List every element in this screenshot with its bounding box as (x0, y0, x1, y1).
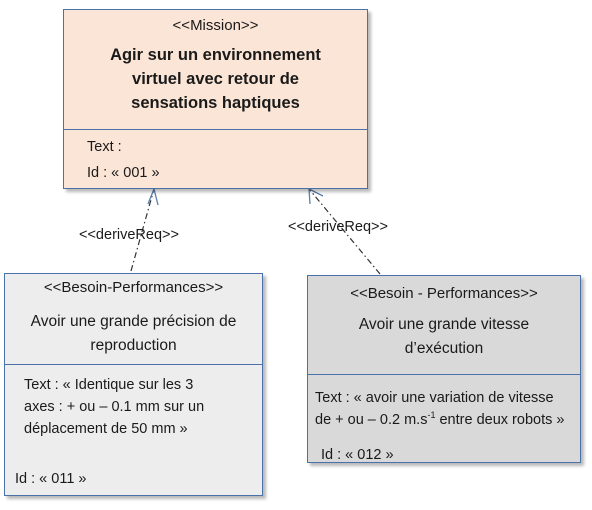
besoin-precision-text-line-2: axes : + ou – 0.1 mm sur un (24, 399, 205, 415)
mission-stereotype: <<Mission>> (172, 17, 259, 34)
besoin-vitesse-name-line-1: Avoir une grande vitesse (358, 316, 530, 333)
besoin-vitesse-text-line-1: Text : « avoir une variation de vitesse (315, 390, 554, 406)
derive-link-1-label: <<deriveReq>> (79, 227, 179, 243)
mission-text-label: Text : (87, 139, 122, 155)
mission-block[interactable]: <<Mission>> Agir sur un environnement vi… (63, 9, 368, 189)
derive-link-1-line (130, 188, 155, 272)
besoin-vitesse-text-line-2-after: entre deux robots » (435, 412, 565, 428)
derive-link-2-arrowhead (308, 187, 324, 205)
besoin-vitesse-text-line-2-exponent: -1 (427, 410, 436, 421)
besoin-vitesse-separator (308, 374, 580, 375)
besoin-precision-name-line-1: Avoir une grande précision de (30, 313, 237, 330)
besoin-vitesse-block[interactable]: <<Besoin - Performances>> Avoir une gran… (307, 275, 581, 463)
besoin-vitesse-id: Id : « 012 » (321, 447, 394, 463)
besoin-precision-text-line-3: déplacement de 50 mm » (24, 421, 188, 437)
besoin-precision-text-line-1: Text : « Identique sur les 3 (24, 377, 194, 393)
besoin-precision-id: Id : « 011 » (15, 471, 87, 487)
derive-link-2-label: <<deriveReq>> (288, 219, 388, 235)
mission-title-line-2: virtuel avec retour de (132, 70, 299, 88)
besoin-precision-block[interactable]: <<Besoin-Performances>> Avoir une grande… (4, 273, 263, 496)
besoin-precision-stereotype: <<Besoin-Performances>> (43, 279, 224, 296)
mission-title-line-3: sensations haptiques (131, 94, 300, 112)
besoin-vitesse-text-line-2: de + ou – 0.2 m.s-1 entre deux robots » (315, 409, 564, 431)
derive-link-2-line (308, 188, 381, 275)
mission-title-line-1: Agir sur un environnement (110, 46, 321, 64)
besoin-precision-separator (5, 364, 262, 365)
mission-id: Id : « 001 » (87, 165, 160, 181)
derive-link-1-arrowhead (147, 186, 159, 206)
besoin-precision-name-line-2: reproduction (90, 337, 177, 354)
besoin-vitesse-name-line-2: d’exécution (404, 340, 484, 357)
mission-separator (64, 129, 367, 130)
besoin-vitesse-stereotype: <<Besoin - Performances>> (350, 285, 538, 302)
besoin-vitesse-text-line-2-before: de + ou – 0.2 m.s (315, 412, 428, 428)
